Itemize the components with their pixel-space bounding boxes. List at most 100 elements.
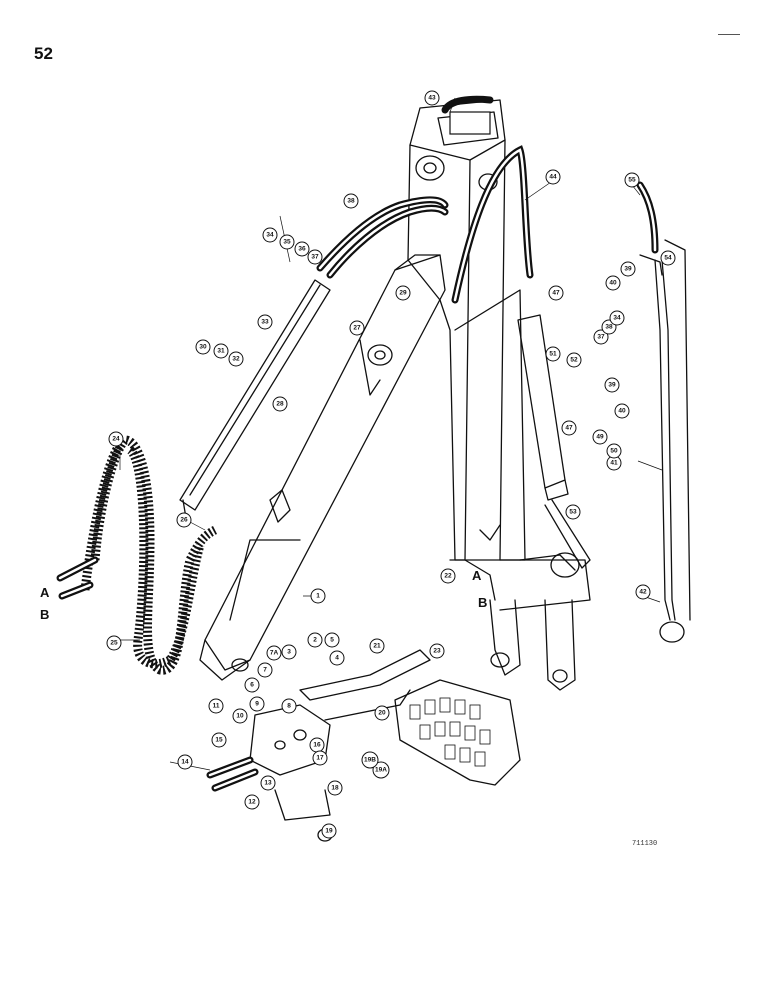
callout-6: 6 [244,677,260,693]
callout-7: 7 [257,662,273,678]
callout-2: 2 [307,632,323,648]
callout-55: 55 [624,172,640,188]
callout-label: 40 [609,280,617,287]
callout-52: 52 [566,352,582,368]
callout-label: 34 [613,315,621,322]
boom-arm [199,254,446,681]
callout-layer: 12345677A891011121314151617181919A19B202… [106,90,676,839]
callout-label: 28 [276,401,284,408]
callout-label: 18 [331,785,339,792]
callout-51: 51 [545,346,561,362]
callout-53: 53 [565,504,581,520]
callout-41: 41 [606,455,622,471]
callout-label: 47 [552,290,560,297]
callout-49: 49 [592,429,608,445]
callout-label: 50 [610,448,618,455]
callout-label: 19A [375,767,387,774]
callout-7A: 7A [266,645,282,661]
callout-29: 29 [395,285,411,301]
callout-44: 44 [545,169,561,185]
callout-9: 9 [249,696,265,712]
callout-label: 44 [549,174,557,181]
callout-label: 54 [664,255,672,262]
callout-33: 33 [257,314,273,330]
coiled-hoses [56,435,218,675]
callout-label: 35 [283,239,291,246]
callout-label: 19B [364,757,376,764]
callout-label: 17 [316,755,324,762]
callout-label: 4 [335,655,339,662]
callout-18: 18 [327,780,343,796]
callout-13: 13 [260,775,276,791]
callout-21: 21 [369,638,385,654]
callout-label: 6 [250,682,254,689]
callout-36: 36 [294,241,310,257]
callout-8: 8 [281,698,297,714]
callout-label: 20 [378,710,386,717]
callout-label: 23 [433,648,441,655]
callout-label: 38 [347,198,355,205]
upper-hoses [316,95,534,304]
callout-22: 22 [440,568,456,584]
callout-label: 25 [110,640,118,647]
callout-34: 34 [609,310,625,326]
callout-40: 40 [614,403,630,419]
callout-label: 52 [570,357,578,364]
callout-37: 37 [307,249,323,265]
callout-label: 14 [181,759,189,766]
callout-28: 28 [272,396,288,412]
callout-label: 37 [311,254,319,261]
callout-32: 32 [228,351,244,367]
callout-label: 51 [549,351,557,358]
callout-label: 49 [596,434,604,441]
callout-20: 20 [374,705,390,721]
callout-19: 19 [321,823,337,839]
callout-label: 39 [608,382,616,389]
callout-label: 27 [353,325,361,332]
callout-label: 7 [263,667,267,674]
callout-12: 12 [244,794,260,810]
callout-label: 53 [569,509,577,516]
callout-label: 12 [248,799,256,806]
callout-27: 27 [349,320,365,336]
callout-label: 10 [236,713,244,720]
callout-35: 35 [279,234,295,250]
mast-frame [407,99,576,676]
callout-label: 11 [213,703,220,710]
callout-label: 3 [287,649,291,656]
page-number: 52 [34,44,53,63]
callout-label: 37 [597,334,605,341]
port-label-a-left: A [40,585,50,600]
callout-3: 3 [281,644,297,660]
callout-39: 39 [620,261,636,277]
callout-39: 39 [604,377,620,393]
callout-17: 17 [312,750,328,766]
callout-label: 8 [287,703,291,710]
hydraulic-cylinder [499,314,591,691]
callout-label: 40 [618,408,626,415]
callout-label: 42 [639,589,647,596]
callout-26: 26 [176,512,192,528]
callout-50: 50 [606,443,622,459]
callout-label: 34 [266,232,274,239]
hose-guard [179,279,331,519]
callout-47: 47 [548,285,564,301]
callout-label: 2 [313,637,317,644]
control-valve [299,649,521,786]
callout-label: 5 [330,637,334,644]
callout-30: 30 [195,339,211,355]
callout-42: 42 [635,584,651,600]
callout-label: 36 [298,246,306,253]
port-labels: A B A B [40,568,487,622]
figure-id: 711130 [632,840,657,848]
leader-lines [119,97,663,771]
callout-label: 39 [624,266,632,273]
callout-37: 37 [593,329,609,345]
port-label-a-right: A [472,568,482,583]
callout-label: 29 [399,290,407,297]
callout-label: 26 [180,517,188,524]
callout-10: 10 [232,708,248,724]
callout-16: 16 [309,737,325,753]
callout-label: 55 [628,177,636,184]
callout-label: 24 [112,436,120,443]
